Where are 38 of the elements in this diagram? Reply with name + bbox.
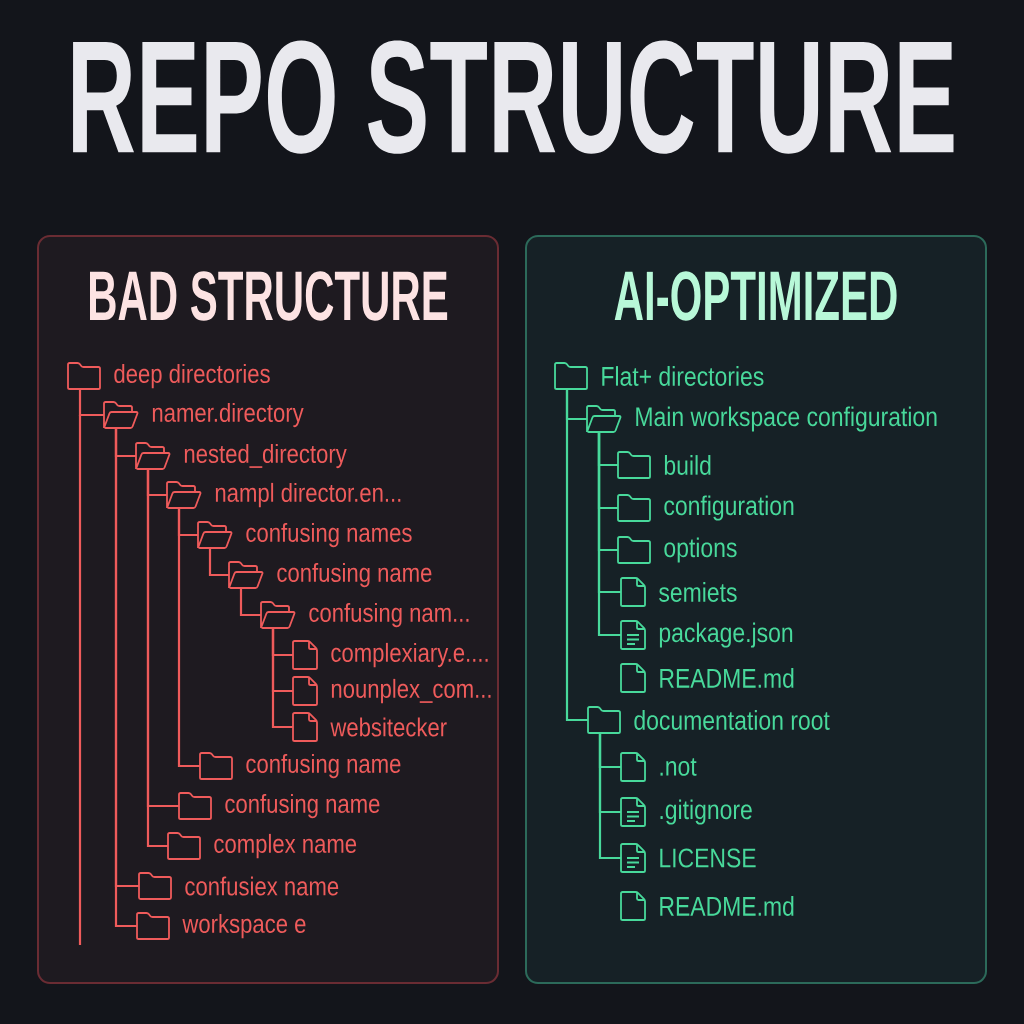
tree-line	[565, 389, 588, 722]
tree-item: .not	[660, 758, 697, 776]
title: REPO STRUCTURE	[73, 40, 954, 154]
tree-item: configuration	[664, 495, 794, 521]
tree-line	[597, 432, 621, 637]
tree-item: Main workspace configuration	[636, 406, 937, 432]
tree-item: nampl director.en...	[215, 482, 401, 508]
tree-item: confusing nam...	[309, 602, 469, 628]
tree-item: nested_directory	[184, 443, 347, 469]
tree-line	[177, 508, 200, 768]
tree-item: confusing name	[225, 793, 380, 819]
tree-line	[598, 733, 621, 860]
tree-item: Flat+ directories	[602, 366, 764, 386]
tree-item: complex name	[214, 833, 357, 859]
tree-item: confusing name	[277, 562, 432, 588]
tree-item: options	[664, 537, 737, 563]
tree-item: .gitignore	[660, 799, 752, 825]
tree-item: confusing names	[246, 522, 412, 548]
tree-item: deep directories	[114, 363, 270, 389]
tree-item: complexiary.e....	[331, 642, 488, 668]
tree-item: workspace e	[182, 913, 306, 939]
tree-item: package.json	[659, 622, 793, 648]
tree-item: documentation root	[634, 710, 830, 730]
tree-item: confusiex name	[185, 876, 339, 896]
tree-line	[146, 469, 168, 848]
tree-line	[78, 389, 104, 417]
tree-item: README.md	[660, 668, 794, 688]
tree-item: README.md	[660, 896, 794, 916]
tree-item: websitecker	[330, 717, 447, 737]
tree-line	[208, 548, 229, 577]
tree-item: confusing name	[246, 753, 401, 779]
tree-item: nounplex_com...	[331, 678, 491, 704]
tree-line	[271, 628, 293, 729]
tree-item: build	[664, 455, 711, 475]
tree-item: semiets	[659, 582, 737, 602]
tree-item: namer.directory	[152, 402, 304, 428]
tree-item: LICENSE	[660, 848, 756, 868]
tree-line	[239, 588, 261, 617]
